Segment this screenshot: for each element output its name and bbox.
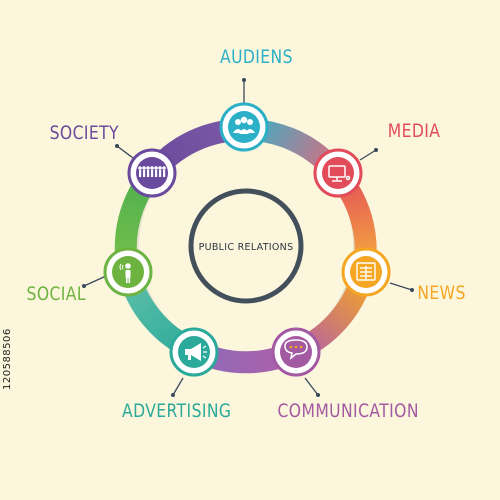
speech-bubble-icon bbox=[284, 339, 308, 360]
connectors bbox=[82, 78, 414, 397]
connector-communication bbox=[304, 377, 319, 396]
label-audiens: AUDIENS bbox=[220, 46, 293, 68]
center-title: PUBLIC RELATIONS bbox=[199, 242, 294, 253]
computer-media-icon bbox=[328, 165, 351, 182]
node-news bbox=[341, 247, 391, 297]
connector-advertising bbox=[172, 377, 184, 396]
node-communication bbox=[271, 327, 321, 377]
connector-society bbox=[116, 145, 134, 159]
label-advertising: ADVERTISING bbox=[122, 400, 232, 422]
connector-news bbox=[389, 282, 413, 291]
node-society bbox=[127, 148, 177, 198]
newspaper-icon bbox=[356, 262, 376, 281]
node-advertising bbox=[169, 327, 219, 377]
label-communication: COMMUNICATION bbox=[277, 400, 419, 422]
center-node: PUBLIC RELATIONS bbox=[188, 188, 304, 304]
label-society: SOCIETY bbox=[49, 122, 119, 144]
stock-id: 120588506 bbox=[2, 328, 13, 390]
label-news: NEWS bbox=[417, 282, 466, 304]
audience-group-icon bbox=[233, 116, 255, 134]
megaphone-icon bbox=[185, 343, 207, 361]
node-audiens bbox=[219, 102, 269, 152]
connector-social bbox=[83, 275, 107, 287]
node-media bbox=[313, 148, 363, 198]
connector-media bbox=[359, 149, 377, 161]
node-social bbox=[103, 247, 153, 297]
person-wifi-icon bbox=[119, 263, 131, 283]
label-social: SOCIAL bbox=[26, 283, 86, 305]
crowd-icon bbox=[138, 166, 166, 177]
label-media: MEDIA bbox=[387, 120, 441, 142]
